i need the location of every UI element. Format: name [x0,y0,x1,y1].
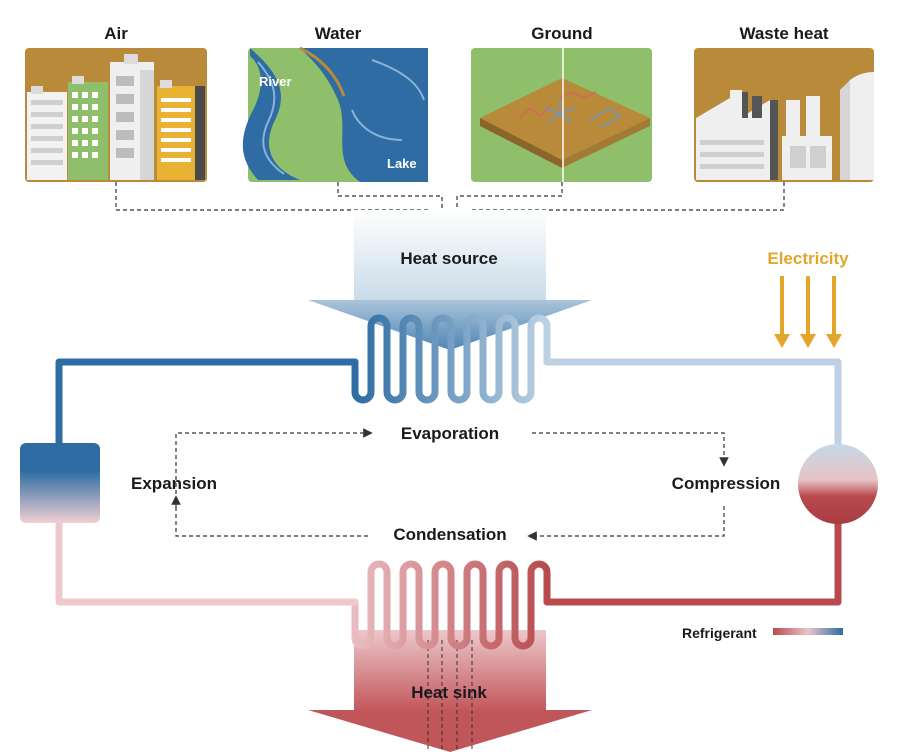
cycle-arrow-to-evaporation [175,428,373,508]
refrigerant-legend-label: Refrigerant [682,625,757,641]
source-title-ground: Ground [531,24,592,43]
evaporation-label: Evaporation [401,424,499,443]
compression-label: Compression [672,474,781,493]
cycle-arrow-to-condensation [527,506,725,541]
water-panel: River Lake [242,46,428,182]
refrigerant-legend-swatch [773,628,843,635]
waste-heat-panel [694,48,874,182]
lake-label: Lake [387,156,417,171]
air-panel [25,48,207,182]
river-label: River [259,74,292,89]
condensation-label: Condensation [393,525,506,544]
refrigerant-loop [55,314,842,650]
compressor [798,444,878,524]
cycle-arrow-to-compression [532,432,729,467]
process-cycle [171,428,729,541]
ground-panel [471,48,652,182]
heat-source-label: Heat source [400,249,497,268]
expansion-label: Expansion [131,474,217,493]
source-title-water: Water [315,24,362,43]
electricity-arrows [774,276,842,348]
heat-sink-label: Heat sink [411,683,487,702]
electricity-label: Electricity [767,249,849,268]
source-title-air: Air [104,24,128,43]
source-title-waste-heat: Waste heat [739,24,828,43]
expansion-valve [20,443,100,523]
cycle-arrow-to-expansion [171,495,368,537]
